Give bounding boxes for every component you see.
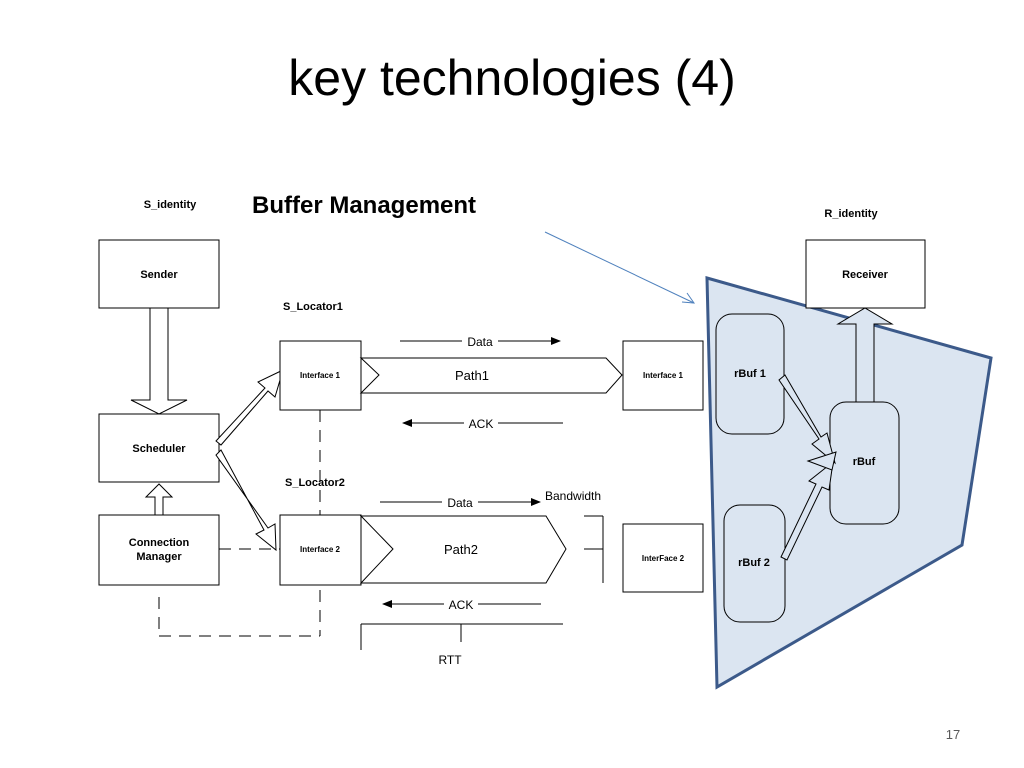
sender-box xyxy=(98,239,220,309)
connection-manager-box xyxy=(98,514,220,586)
slide-title: key technologies (4) xyxy=(288,50,735,106)
rbuf1-label: rBuf 1 xyxy=(734,368,766,380)
connection-manager-label-line2: Manager xyxy=(136,551,182,563)
rbuf-label: rBuf xyxy=(853,456,876,468)
connection-manager-label-line1: Connection xyxy=(129,537,190,549)
sender-interface1-label: Interface 1 xyxy=(300,371,341,380)
path1-label: Path1 xyxy=(455,368,489,383)
rbuf2-to-rbuf-arrow xyxy=(780,460,834,561)
receiver-interface2-label: InterFace 2 xyxy=(642,554,685,563)
rtt-label: RTT xyxy=(438,653,462,667)
manager-to-scheduler-arrow xyxy=(144,483,174,516)
sender-to-scheduler-arrow xyxy=(130,307,188,415)
receiver-label: Receiver xyxy=(842,269,889,281)
locator2-label: S_Locator2 xyxy=(285,477,345,489)
ack1-label-bg xyxy=(464,415,498,431)
rbuf-to-receiver-arrow xyxy=(836,307,894,403)
scheduler-to-interface2-arrow xyxy=(215,449,277,552)
sender-identity-label: S_identity xyxy=(144,199,197,211)
receiver-identity-label: R_identity xyxy=(824,208,878,220)
scheduler-to-interface1-arrow xyxy=(215,369,284,446)
ack1-label: ACK xyxy=(469,417,494,431)
merge-arrowhead xyxy=(806,451,837,471)
bandwidth-bracket xyxy=(584,515,604,583)
receiver-interface1-label: Interface 1 xyxy=(643,371,684,380)
scheduler-label: Scheduler xyxy=(132,443,186,455)
rbuf1-to-rbuf-arrow xyxy=(778,374,836,465)
data2-label: Data xyxy=(447,496,473,510)
callout-pointer xyxy=(544,231,696,304)
bandwidth-label: Bandwidth xyxy=(545,489,601,503)
receiver-box xyxy=(805,239,926,309)
buffer-management-label: Buffer Management xyxy=(252,192,476,219)
data2-label-bg xyxy=(442,494,478,510)
ack2-label-bg xyxy=(444,596,478,612)
sender-interface2-label: Interface 2 xyxy=(300,545,341,554)
receiver-interface1-box xyxy=(622,340,704,411)
rbuf1-container xyxy=(715,313,785,435)
ack2-label: ACK xyxy=(449,598,474,612)
scheduler-box xyxy=(98,413,220,483)
locator1-label: S_Locator1 xyxy=(283,301,343,313)
rtt-bracket xyxy=(360,623,563,650)
sender-interface2-box xyxy=(279,514,362,586)
control-dashed-lines xyxy=(158,410,321,637)
path1-shape xyxy=(359,357,623,394)
page-number: 17 xyxy=(946,727,960,742)
sender-label: Sender xyxy=(140,269,178,281)
data1-label: Data xyxy=(467,335,493,349)
sender-interface1-box xyxy=(279,340,362,411)
rbuf2-label: rBuf 2 xyxy=(738,557,770,569)
path2-label: Path2 xyxy=(444,542,478,557)
data1-label-bg xyxy=(462,333,498,349)
rbuf2-container xyxy=(723,504,786,623)
path2-shape xyxy=(359,515,567,584)
receiver-interface2-box xyxy=(622,523,704,593)
